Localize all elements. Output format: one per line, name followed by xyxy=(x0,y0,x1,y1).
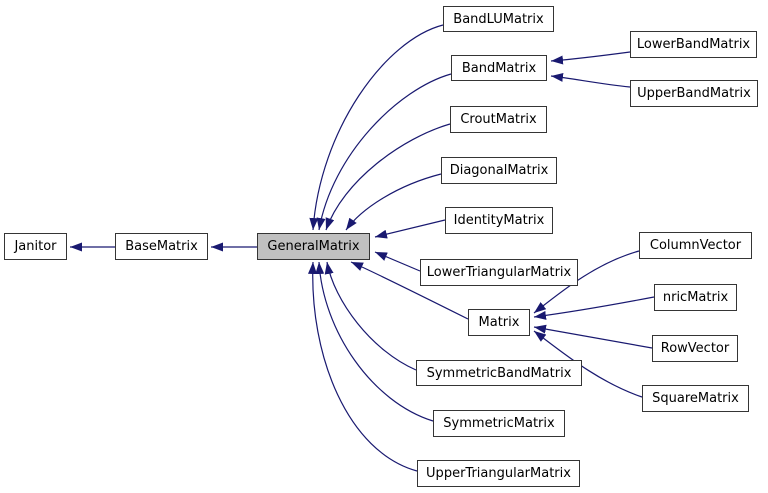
edge-matrix-to-generalmatrix xyxy=(350,261,469,320)
class-node-symmetricmatrix[interactable]: SymmetricMatrix xyxy=(433,410,565,437)
edge-diagonalmatrix-to-generalmatrix xyxy=(345,173,442,231)
class-node-diagonalmatrix[interactable]: DiagonalMatrix xyxy=(441,157,557,184)
class-node-basematrix[interactable]: BaseMatrix xyxy=(115,233,208,260)
class-node-rowvector[interactable]: RowVector xyxy=(652,335,738,362)
edge-rowvector-to-matrix xyxy=(533,324,653,349)
edge-lowertriangularmatrix-to-generalmatrix xyxy=(374,251,421,272)
edge-nricmatrix-to-matrix xyxy=(533,296,655,320)
edge-columnvector-to-matrix xyxy=(533,250,640,314)
class-node-janitor[interactable]: Janitor xyxy=(4,233,67,260)
class-node-uppertriangularmatrix[interactable]: UpperTriangularMatrix xyxy=(417,460,580,487)
class-node-bandmatrix[interactable]: BandMatrix xyxy=(451,55,547,81)
class-node-nricmatrix[interactable]: nricMatrix xyxy=(654,284,737,311)
edge-croutmatrix-to-generalmatrix xyxy=(325,123,451,231)
class-node-bandlumatrix[interactable]: BandLUMatrix xyxy=(443,6,554,32)
edge-symmetricmatrix-to-generalmatrix xyxy=(315,261,434,422)
edge-identitymatrix-to-generalmatrix xyxy=(374,219,446,239)
edge-bandmatrix-to-generalmatrix xyxy=(316,73,452,231)
edge-bandlumatrix-to-generalmatrix xyxy=(309,24,444,231)
class-node-symmetricbandmatrix[interactable]: SymmetricBandMatrix xyxy=(416,360,582,386)
class-node-squarematrix[interactable]: SquareMatrix xyxy=(642,385,749,412)
class-node-matrix[interactable]: Matrix xyxy=(468,309,530,336)
edge-uppertriangularmatrix-to-generalmatrix xyxy=(307,261,418,472)
class-node-upperbandmatrix[interactable]: UpperBandMatrix xyxy=(630,80,758,107)
edge-squarematrix-to-matrix xyxy=(533,330,643,398)
class-node-columnvector[interactable]: ColumnVector xyxy=(639,232,752,259)
class-node-generalmatrix-current: GeneralMatrix xyxy=(257,233,370,260)
edge-symmetricbandmatrix-to-generalmatrix xyxy=(324,261,417,371)
class-node-lowerbandmatrix[interactable]: LowerBandMatrix xyxy=(630,31,757,58)
edge-lowerbandmatrix-to-bandmatrix xyxy=(550,51,631,65)
edge-upperbandmatrix-to-bandmatrix xyxy=(550,72,631,88)
class-node-identitymatrix[interactable]: IdentityMatrix xyxy=(445,207,553,234)
class-node-lowertriangularmatrix[interactable]: LowerTriangularMatrix xyxy=(420,259,578,286)
class-node-croutmatrix[interactable]: CroutMatrix xyxy=(450,106,547,133)
